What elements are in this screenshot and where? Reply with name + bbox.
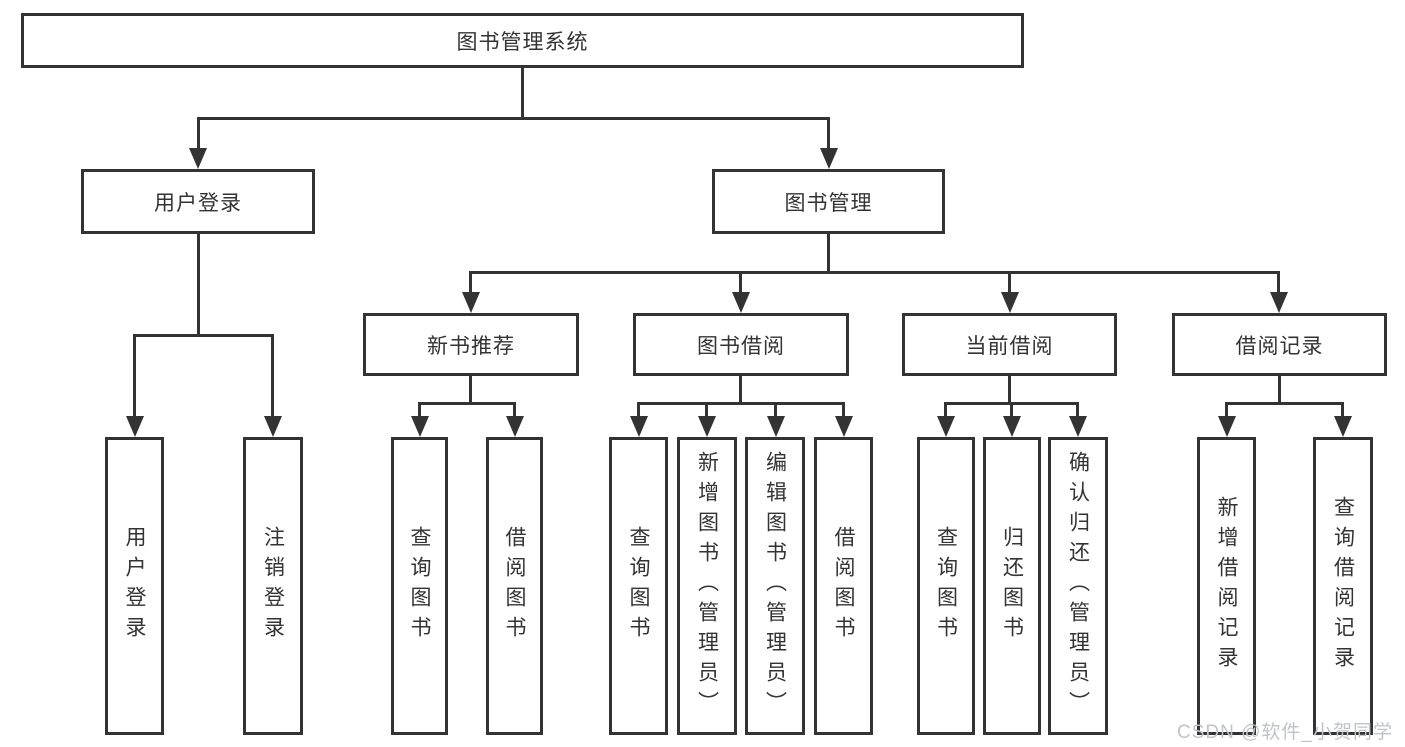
arrowhead bbox=[264, 416, 282, 437]
edge-line bbox=[271, 334, 274, 418]
arrowhead bbox=[189, 148, 207, 169]
leaf-user-login: 用户登录 bbox=[105, 437, 164, 735]
leaf-cb-confirm-return-admin: 确认归还（管理员） bbox=[1048, 437, 1108, 735]
edge-line bbox=[842, 402, 845, 418]
leaf-cb-return-book: 归还图书 bbox=[983, 437, 1041, 735]
edge-line bbox=[705, 402, 708, 418]
node-root-label: 图书管理系统 bbox=[456, 30, 589, 54]
edge-line bbox=[774, 402, 777, 418]
node-book-management-label: 图书管理 bbox=[784, 191, 873, 215]
arrowhead bbox=[835, 416, 853, 437]
leaf-cb-query-book-label: 查询图书 bbox=[934, 526, 958, 646]
leaf-cb-return-book-label: 归还图书 bbox=[1000, 526, 1024, 646]
arrowhead bbox=[732, 292, 750, 313]
arrowhead bbox=[820, 148, 838, 169]
leaf-cb-confirm-return-admin-label: 确认归还（管理员） bbox=[1066, 451, 1090, 721]
node-current-borrow: 当前借阅 bbox=[902, 313, 1117, 376]
edge-line bbox=[418, 402, 421, 418]
arrowhead bbox=[506, 416, 524, 437]
edge-line bbox=[1076, 402, 1079, 418]
edge-line bbox=[637, 402, 640, 418]
leaf-br-add-record: 新增借阅记录 bbox=[1197, 437, 1256, 735]
edge-line bbox=[197, 117, 200, 150]
arrowhead bbox=[1003, 416, 1021, 437]
edge-line bbox=[827, 232, 830, 274]
leaf-nr-borrow-book-label: 借阅图书 bbox=[503, 526, 526, 646]
arrowhead bbox=[1270, 292, 1288, 313]
leaf-bb-query-book-label: 查询图书 bbox=[627, 526, 650, 646]
edge-line bbox=[1008, 374, 1011, 405]
edge-line bbox=[197, 117, 830, 120]
arrowhead bbox=[937, 416, 955, 437]
edge-line bbox=[197, 232, 200, 337]
edge-line bbox=[1278, 374, 1281, 405]
edge-line bbox=[1277, 271, 1280, 295]
edge-line bbox=[827, 117, 830, 150]
leaf-nr-borrow-book: 借阅图书 bbox=[486, 437, 543, 735]
edge-line bbox=[133, 334, 136, 418]
edge-line bbox=[637, 402, 845, 405]
edge-line bbox=[1010, 402, 1013, 418]
edge-line bbox=[1008, 271, 1011, 295]
arrowhead bbox=[126, 416, 144, 437]
leaf-bb-edit-book-admin: 编辑图书（管理员） bbox=[745, 437, 805, 735]
edge-line bbox=[739, 374, 742, 405]
arrowhead bbox=[1001, 292, 1019, 313]
leaf-bb-borrow-book-label: 借阅图书 bbox=[832, 526, 855, 646]
arrowhead bbox=[462, 292, 480, 313]
edge-line bbox=[1341, 402, 1344, 418]
arrowhead bbox=[1334, 416, 1352, 437]
edge-line bbox=[1225, 402, 1344, 405]
leaf-bb-add-book-admin-label: 新增图书（管理员） bbox=[695, 451, 719, 721]
arrowhead bbox=[767, 416, 785, 437]
leaf-user-login-label: 用户登录 bbox=[123, 526, 146, 646]
edge-line bbox=[469, 271, 472, 295]
leaf-bb-query-book: 查询图书 bbox=[609, 437, 668, 735]
leaf-br-query-record-label: 查询借阅记录 bbox=[1331, 496, 1355, 676]
edge-line bbox=[513, 402, 516, 418]
node-root: 图书管理系统 bbox=[21, 13, 1024, 68]
leaf-bb-add-book-admin: 新增图书（管理员） bbox=[677, 437, 737, 735]
edge-line bbox=[418, 402, 516, 405]
leaf-logout: 注销登录 bbox=[243, 437, 303, 735]
leaf-cb-query-book: 查询图书 bbox=[917, 437, 975, 735]
arrowhead bbox=[1218, 416, 1236, 437]
node-new-book-recommend-label: 新书推荐 bbox=[427, 334, 515, 358]
leaf-br-add-record-label: 新增借阅记录 bbox=[1215, 496, 1238, 676]
edge-line bbox=[133, 334, 274, 337]
leaf-bb-edit-book-admin-label: 编辑图书（管理员） bbox=[763, 451, 787, 721]
node-new-book-recommend: 新书推荐 bbox=[363, 313, 579, 376]
arrowhead bbox=[698, 416, 716, 437]
arrowhead bbox=[1069, 416, 1087, 437]
leaf-logout-label: 注销登录 bbox=[261, 526, 285, 646]
node-borrow-record: 借阅记录 bbox=[1172, 313, 1387, 376]
edge-line bbox=[1225, 402, 1228, 418]
node-book-borrow-label: 图书借阅 bbox=[697, 334, 785, 358]
leaf-br-query-record: 查询借阅记录 bbox=[1313, 437, 1373, 735]
node-book-management: 图书管理 bbox=[712, 169, 945, 234]
arrowhead bbox=[411, 416, 429, 437]
node-book-borrow: 图书借阅 bbox=[633, 313, 849, 376]
edge-line bbox=[944, 402, 947, 418]
edge-line bbox=[469, 271, 1280, 274]
arrowhead bbox=[630, 416, 648, 437]
edge-line bbox=[739, 271, 742, 295]
edge-line bbox=[469, 374, 472, 405]
node-user-login: 用户登录 bbox=[81, 169, 315, 234]
leaf-nr-query-book: 查询图书 bbox=[391, 437, 448, 735]
node-current-borrow-label: 当前借阅 bbox=[965, 334, 1054, 358]
edge-line bbox=[521, 66, 524, 120]
leaf-bb-borrow-book: 借阅图书 bbox=[814, 437, 873, 735]
node-user-login-label: 用户登录 bbox=[154, 191, 242, 215]
leaf-nr-query-book-label: 查询图书 bbox=[408, 526, 431, 646]
node-borrow-record-label: 借阅记录 bbox=[1235, 334, 1324, 358]
